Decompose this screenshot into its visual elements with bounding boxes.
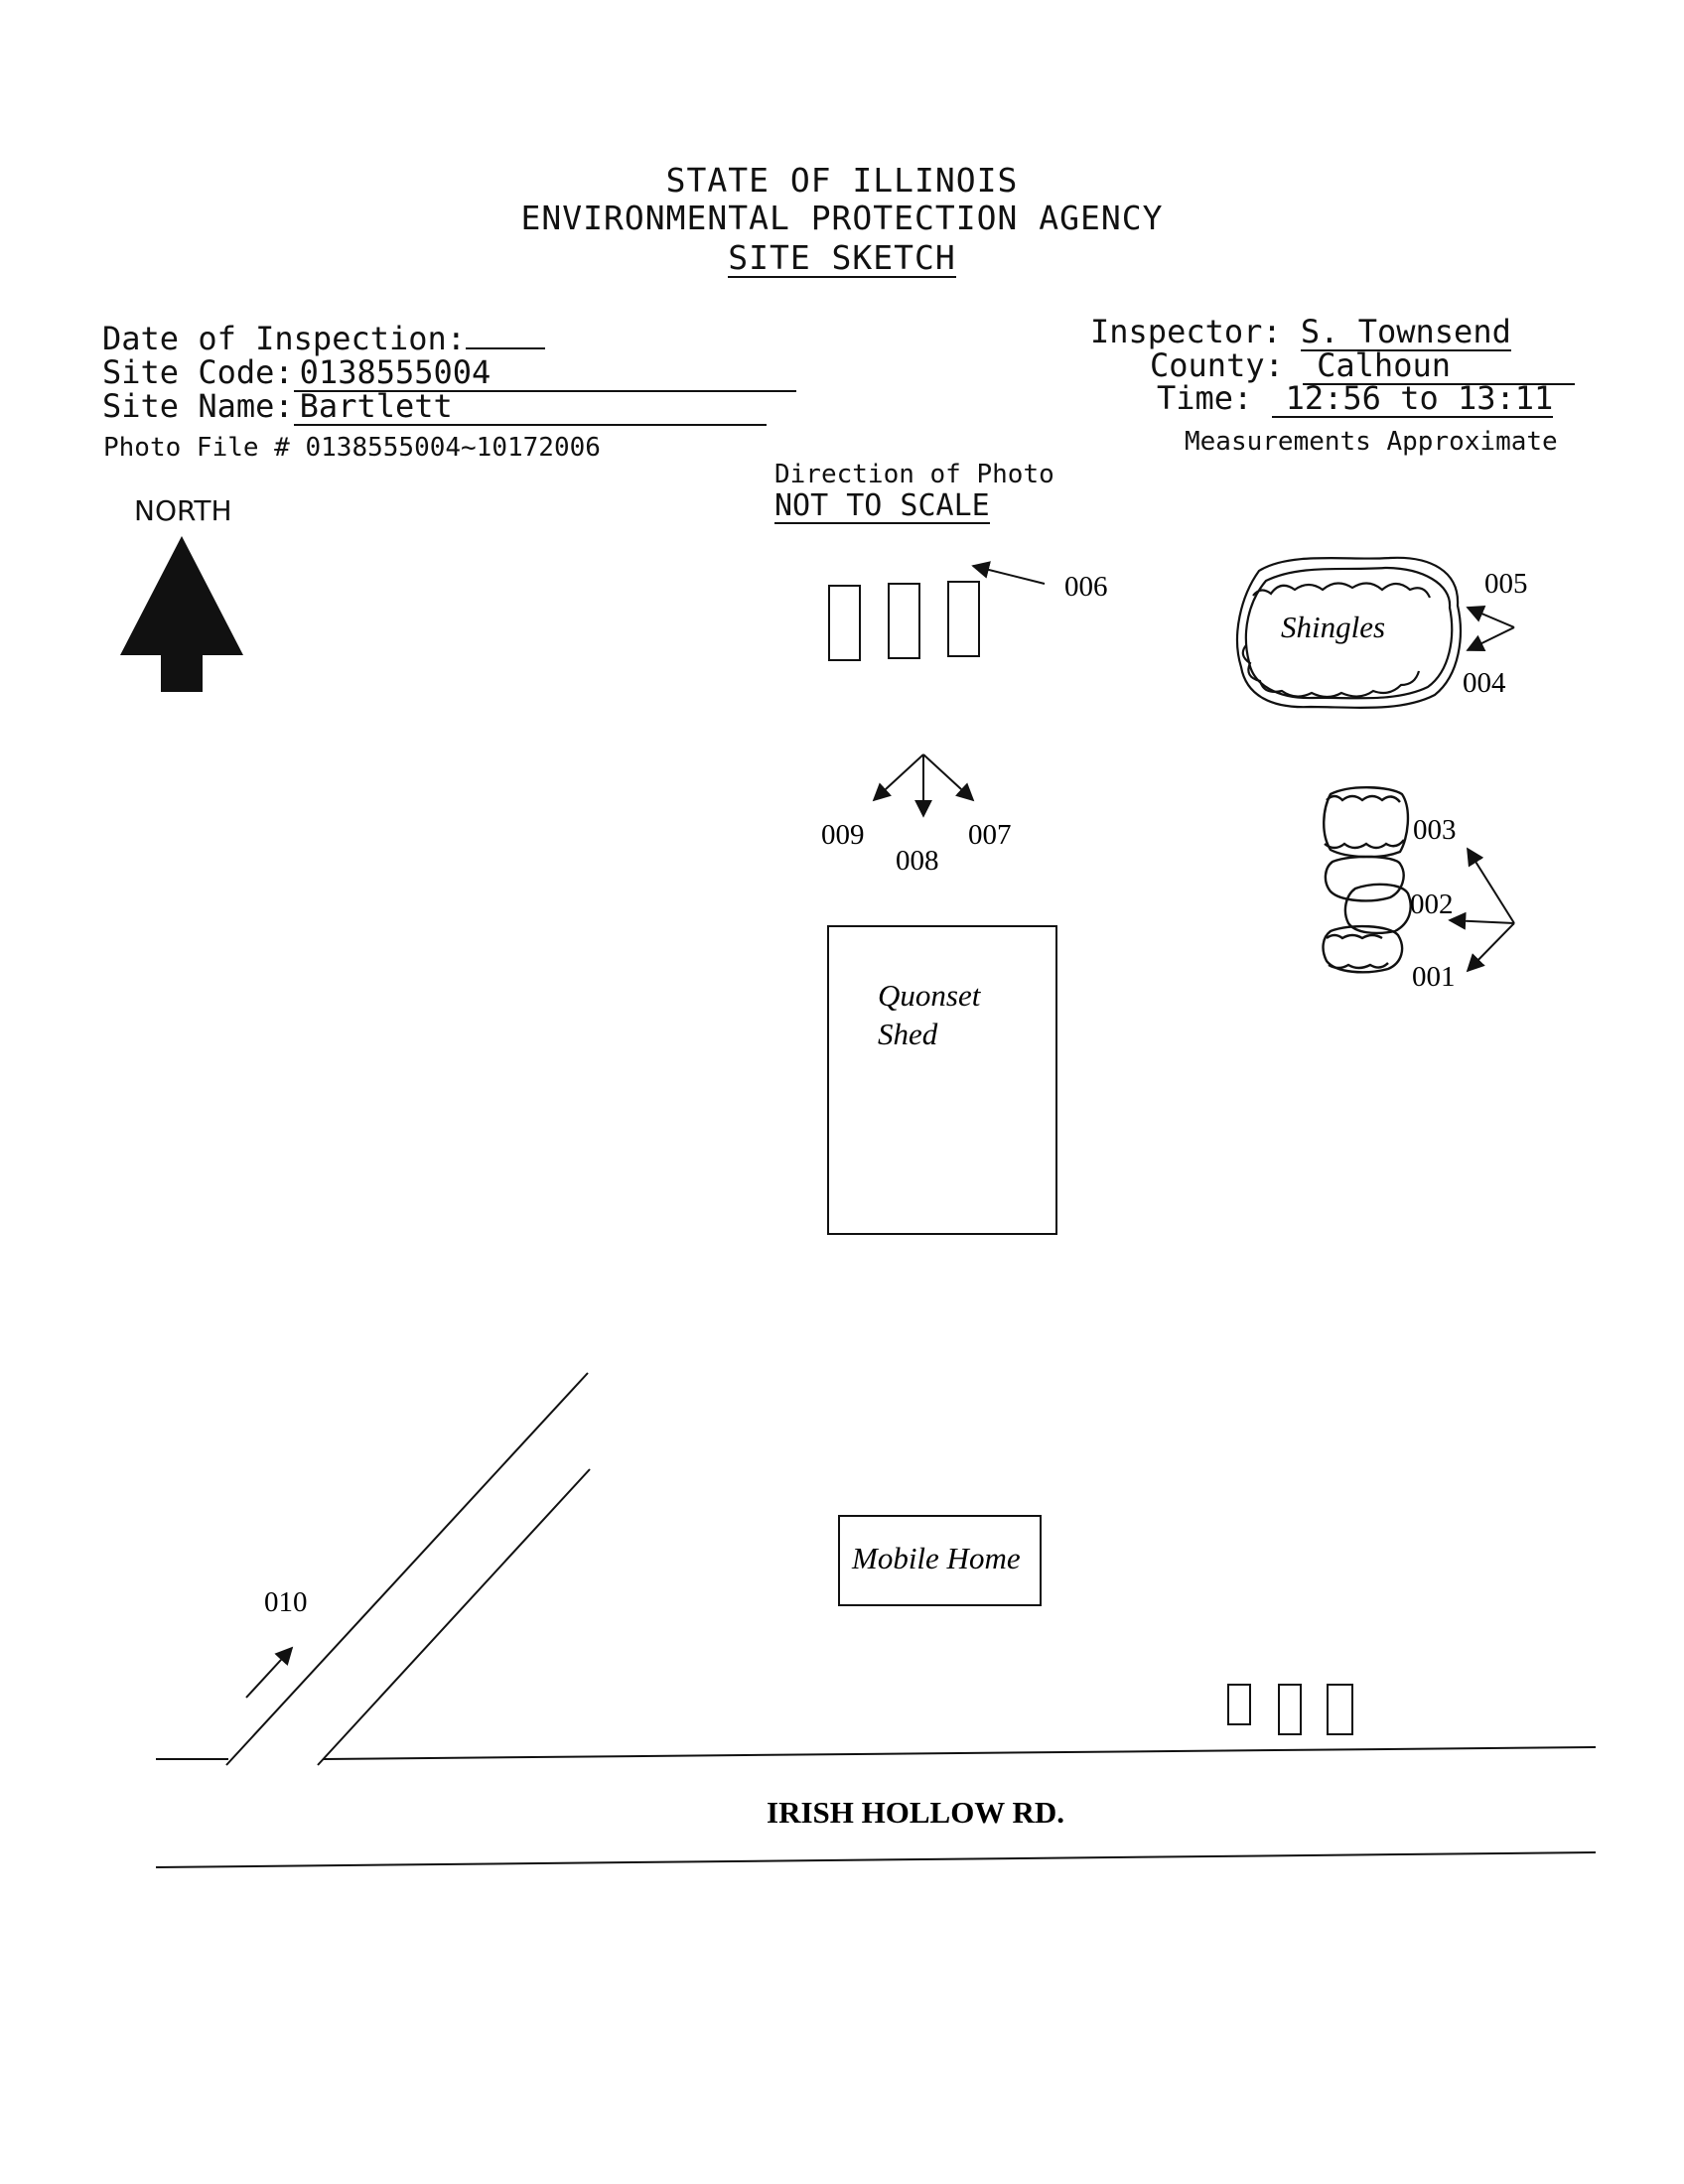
photo-label-007: 007 [968,819,1012,851]
photo-label-009: 009 [821,819,865,851]
photo-label-004: 004 [1463,667,1506,699]
container-1 [828,585,861,661]
shingles-label: Shingles [1281,610,1385,644]
page-title: SITE SKETCH [728,238,956,278]
photo-arrow-003 [1467,847,1515,924]
inspector-value: S. Townsend [1300,313,1511,351]
time-label: Time: [1157,379,1253,417]
debris-piles [1322,786,1412,974]
photo-arrow-005 [1466,606,1515,628]
photo-label-006: 006 [1064,571,1108,603]
photo-label-001: 001 [1412,961,1456,993]
county-row: County: Calhoun [1150,346,1576,385]
site-code-label: Site Code: [102,353,294,391]
photo-arrow-009 [872,753,924,802]
header-title: SITE SKETCH [0,238,1684,278]
site-name-label: Site Name: [102,387,294,425]
photo-arrow-004 [1466,626,1515,651]
photo-label-002: 002 [1410,888,1454,920]
photo-arrow-001 [1466,922,1515,973]
mobile-home-label: Mobile Home [851,1541,1021,1575]
road-north-edge-east [323,1746,1597,1760]
photo-arrow-002 [1448,911,1515,930]
driveway-east-edge [317,1468,591,1766]
photo-arrow-006 [971,561,1046,585]
photo-arrow-010 [245,1646,294,1699]
photo-label-003: 003 [1413,814,1457,846]
photo-file-row: Photo File # 0138555004~10172006 [103,433,601,463]
direction-of-photo-label: Direction of Photo [774,460,1054,489]
bottom-container-1 [1227,1684,1251,1725]
container-3 [947,581,980,657]
photo-label-005: 005 [1484,568,1528,600]
photo-label-010: 010 [264,1586,308,1618]
site-name-row: Site Name:Bartlett [102,387,767,426]
photo-label-008: 008 [896,845,939,877]
shingles-pile [1235,556,1462,710]
scale-note-text: NOT TO SCALE [774,488,990,524]
container-2 [888,583,920,659]
photo-arrow-007 [922,753,975,802]
quonset-shed [827,925,1057,1235]
scale-note: NOT TO SCALE [774,488,990,524]
county-value: Calhoun [1303,348,1576,385]
photo-file-label: Photo File # [103,433,290,463]
road-label: IRISH HOLLOW RD. [767,1795,1064,1830]
county-label: County: [1150,346,1284,384]
date-of-inspection-value [466,347,546,349]
site-code-row: Site Code:0138555004 [102,353,796,392]
bottom-container-3 [1327,1684,1353,1735]
header-state: STATE OF ILLINOIS [665,161,1019,200]
site-code-value: 0138555004 [293,355,796,392]
mobile-home [838,1515,1042,1606]
date-of-inspection-row: Date of Inspection: [102,320,546,357]
header-agency: ENVIRONMENTAL PROTECTION AGENCY [520,199,1164,237]
site-name-value: Bartlett [293,389,767,426]
inspector-label: Inspector: [1090,313,1282,350]
measurements-note: Measurements Approximate [1185,427,1558,457]
time-value: 12:56 to 13:11 [1271,381,1554,418]
time-row: Time: 12:56 to 13:11 [1157,379,1554,418]
bottom-container-2 [1278,1684,1302,1735]
road-south-edge [155,1851,1597,1868]
quonset-label-line2: Shed [878,1017,938,1051]
photo-file-value: 0138555004~10172006 [305,433,601,463]
north-arrow-icon [120,536,243,692]
inspector-row: Inspector: S. Townsend [1090,313,1511,351]
driveway-west-edge [225,1372,589,1766]
quonset-label-line1: Quonset [878,978,982,1013]
north-label: NORTH [134,494,232,527]
date-of-inspection-label: Date of Inspection: [102,320,467,357]
